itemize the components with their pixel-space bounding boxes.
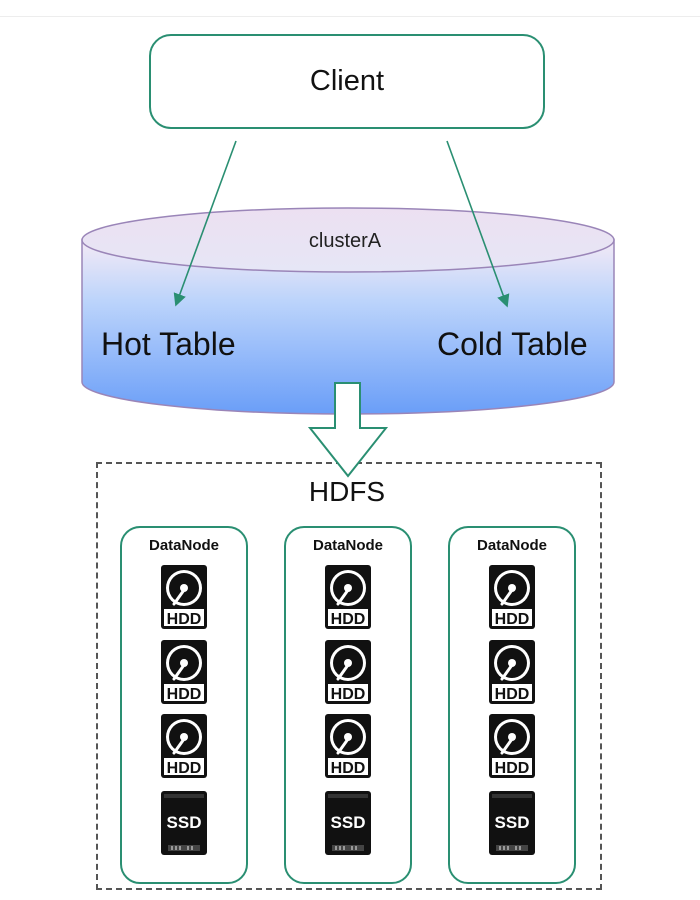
datanode-3: DataNode HDD HDD HDD SSD [448,526,576,884]
divider [0,16,700,17]
ssd-icon: SSD [488,790,536,856]
svg-text:HDD: HDD [167,686,202,703]
datanode-title: DataNode [148,537,219,554]
hdd-icon: HDD [160,564,208,630]
hdd-icon: HDD [324,639,372,705]
hdd-icon: HDD [160,639,208,705]
datanode-1: DataNode HDD HDD HDD SSD [120,526,248,884]
client-box: Client [149,34,545,129]
hdd-icon: HDD [324,713,372,779]
ssd-icon: SSD [160,790,208,856]
svg-text:SSD: SSD [167,813,202,832]
cold-table-label: Cold Table [437,326,588,362]
svg-text:HDD: HDD [331,611,366,628]
hdd-icon: HDD [324,564,372,630]
svg-text:HDD: HDD [167,760,202,777]
svg-text:HDD: HDD [495,686,530,703]
datanode-title: DataNode [476,537,547,554]
hot-table-arrow [173,140,237,307]
hdd-icon: HDD [488,564,536,630]
svg-text:HDD: HDD [331,760,366,777]
svg-text:SSD: SSD [495,813,530,832]
ssd-icon: SSD [324,790,372,856]
hdfs-label: HDFS [308,476,386,507]
cluster-name: clusterA [308,230,382,252]
svg-text:HDD: HDD [167,611,202,628]
svg-text:HDD: HDD [495,760,530,777]
client-label: Client [309,65,385,97]
hdd-icon: HDD [160,713,208,779]
svg-text:HDD: HDD [495,611,530,628]
hdd-icon: HDD [488,713,536,779]
hot-table-label: Hot Table [101,326,236,362]
svg-text:SSD: SSD [331,813,366,832]
hdd-icon: HDD [488,639,536,705]
datanode-title: DataNode [312,537,383,554]
cold-table-arrow [446,140,510,308]
datanode-2: DataNode HDD HDD HDD SSD [284,526,412,884]
svg-text:HDD: HDD [331,686,366,703]
